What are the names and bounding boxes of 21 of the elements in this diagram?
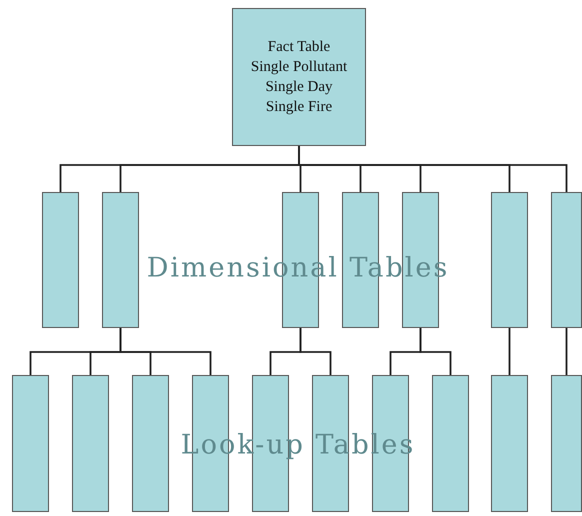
connector-line — [300, 328, 332, 375]
table-box — [551, 192, 582, 328]
table-box — [132, 375, 169, 512]
table-box — [551, 375, 582, 512]
table-box — [102, 192, 139, 328]
connector-line — [420, 328, 452, 375]
node-text: Single Fire — [266, 98, 332, 117]
connector-line — [566, 328, 568, 375]
table-box — [432, 375, 469, 512]
node-text: Single Day — [265, 78, 333, 97]
fact-table-box — [232, 8, 366, 146]
connector-line — [298, 146, 568, 192]
node-text: Single Pollutant — [250, 58, 348, 77]
table-box — [491, 375, 528, 512]
connector-line — [120, 328, 212, 375]
table-box — [12, 375, 49, 512]
node-text: Fact Table — [268, 38, 330, 57]
table-box — [491, 192, 528, 328]
table-box — [42, 192, 79, 328]
connector-line — [508, 328, 510, 375]
table-box — [72, 375, 109, 512]
